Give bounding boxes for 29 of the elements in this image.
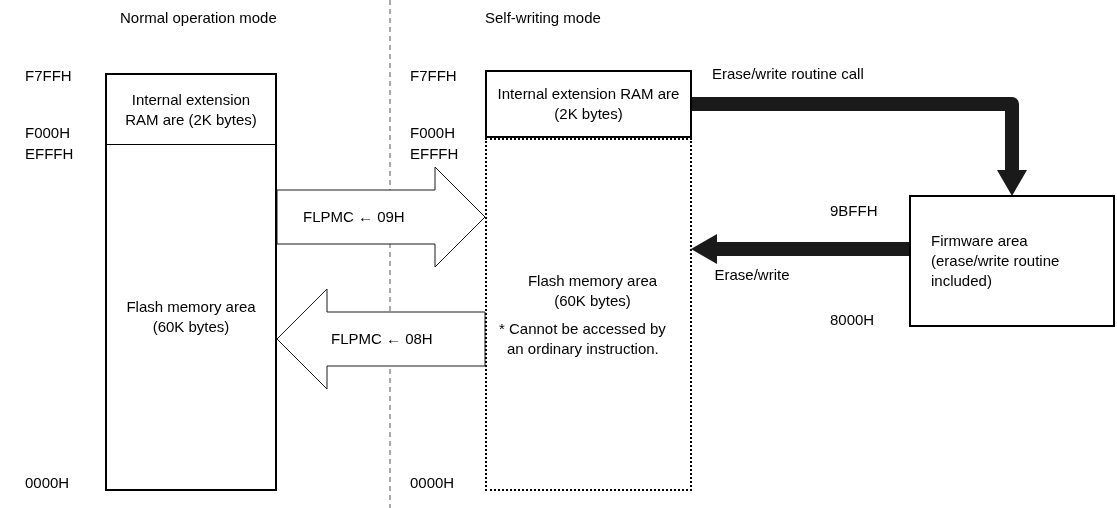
mode-heading: Normal operation mode	[120, 8, 277, 28]
edge-label: FLPMC ← 08H	[331, 329, 433, 349]
firmware-box	[909, 195, 1115, 327]
address-label: F7FFH	[25, 66, 72, 86]
mode-heading: Self-writing mode	[485, 8, 601, 28]
address-label: EFFFH	[25, 144, 74, 164]
area-label: Flash memory area (60K bytes)	[526, 270, 659, 311]
address-label: F000H	[410, 123, 456, 143]
block-arrow	[276, 288, 486, 390]
memory-region	[105, 73, 277, 145]
thick-arrow	[692, 97, 1027, 196]
address-label: F7FFH	[410, 66, 457, 86]
block-arrow	[276, 166, 486, 268]
area-label: Internal extension RAM are (2K bytes)	[496, 84, 681, 124]
area-label: Internal extension RAM are (2K bytes)	[124, 89, 258, 130]
address-label: 0000H	[410, 473, 455, 493]
address-label: F000H	[25, 123, 71, 143]
memory-region	[485, 70, 692, 138]
edge-label: FLPMC ← 09H	[303, 207, 405, 227]
memory-region	[485, 138, 692, 491]
address-label: 0000H	[25, 473, 70, 493]
area-label: Flash memory area (60K bytes)	[125, 297, 257, 337]
memory-region	[105, 145, 277, 491]
address-label: EFFFH	[410, 144, 459, 164]
note-text: * Cannot be accessed by an ordinary instruction.	[499, 318, 667, 359]
thick-arrow	[691, 234, 909, 264]
area-label: Firmware area (erase/write routine included)	[931, 231, 1061, 291]
address-label: 8000H	[830, 310, 875, 330]
address-label: 9BFFH	[830, 201, 878, 221]
